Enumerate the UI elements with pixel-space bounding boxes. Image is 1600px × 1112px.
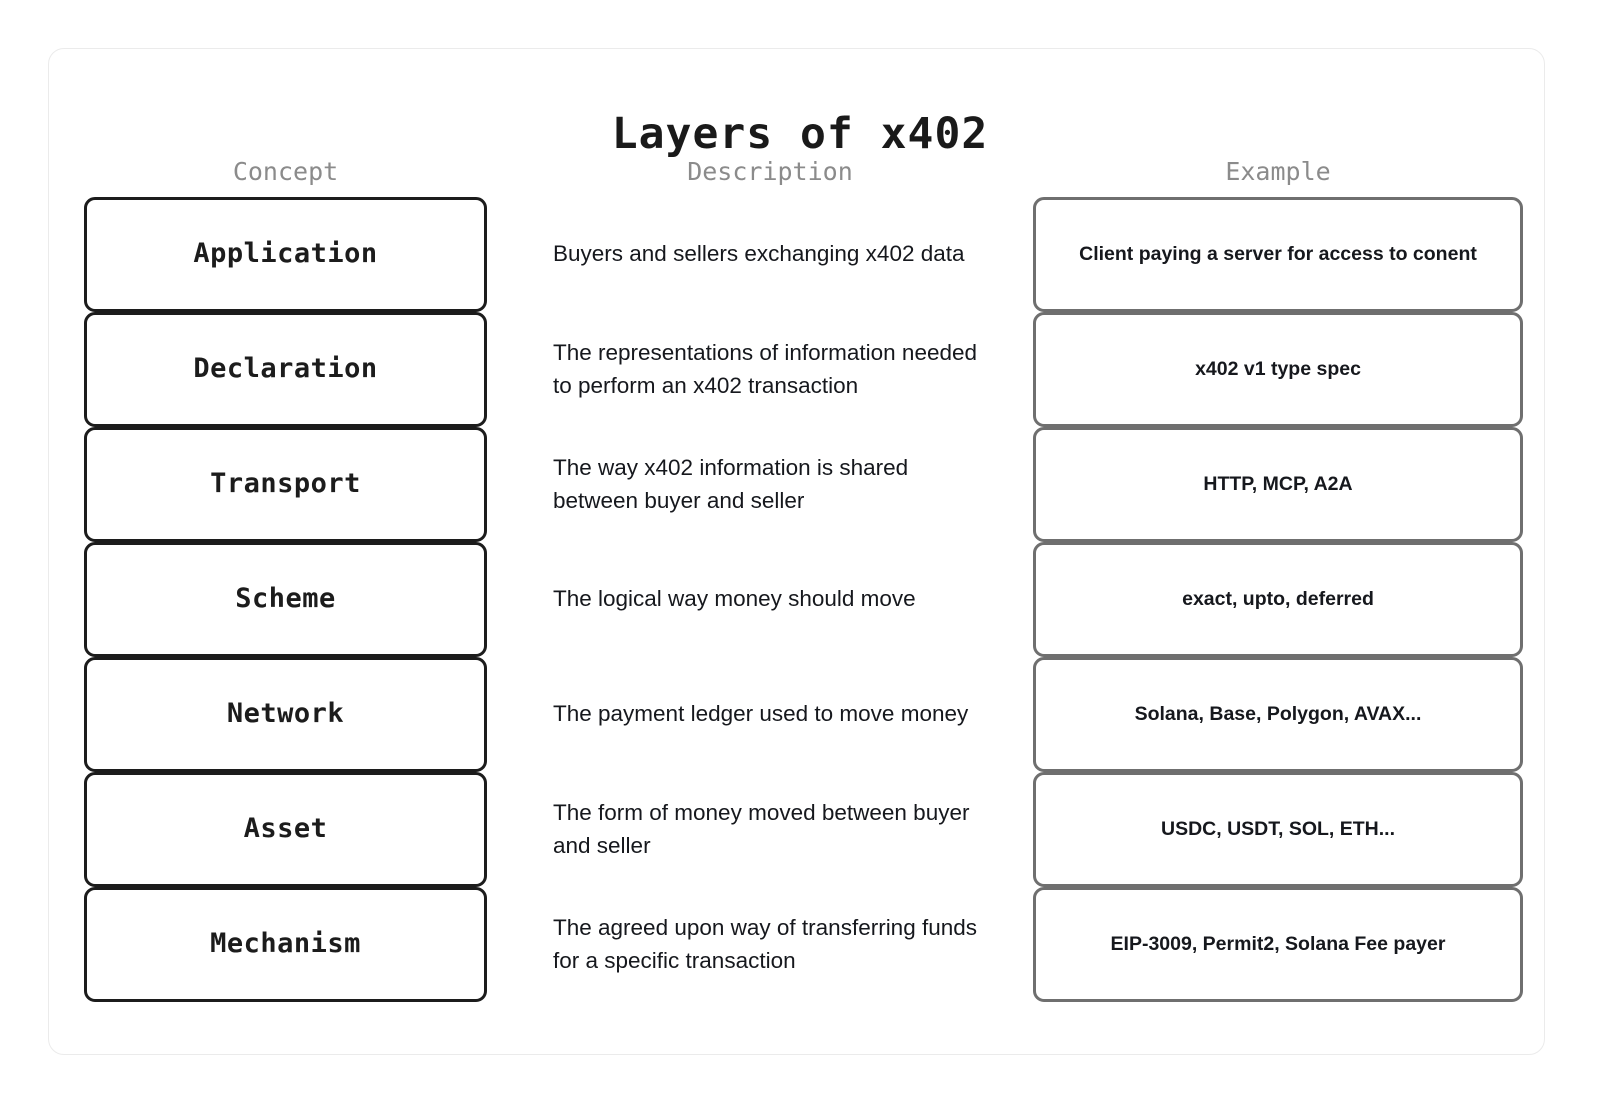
example-label: Client paying a server for access to con… — [1079, 243, 1477, 266]
description-text: The payment ledger used to move money — [553, 701, 969, 727]
column-header-example: Example — [1225, 157, 1331, 186]
table-row: Application Buyers and sellers exchangin… — [0, 197, 1600, 312]
column-header-description: Description — [687, 157, 853, 186]
layer-rows: Application Buyers and sellers exchangin… — [0, 197, 1600, 1002]
concept-label: Asset — [243, 813, 328, 845]
concept-label: Application — [193, 238, 378, 270]
concept-box-mechanism[interactable]: Mechanism — [84, 887, 487, 1002]
table-row: Mechanism The agreed upon way of transfe… — [0, 887, 1600, 1002]
table-row: Network The payment ledger used to move … — [0, 657, 1600, 772]
concept-box-asset[interactable]: Asset — [84, 772, 487, 887]
example-label: HTTP, MCP, A2A — [1203, 473, 1353, 496]
description-text: The logical way money should move — [553, 586, 916, 612]
description-text: Buyers and sellers exchanging x402 data — [553, 241, 965, 267]
example-label: USDC, USDT, SOL, ETH... — [1160, 818, 1396, 841]
description-text: The way x402 information is shared betwe… — [553, 454, 909, 513]
example-box-declaration[interactable]: x402 v1 type spec — [1033, 312, 1523, 427]
description-cell: The form of money moved between buyer an… — [553, 772, 995, 887]
description-cell: Buyers and sellers exchanging x402 data — [553, 197, 995, 312]
concept-box-scheme[interactable]: Scheme — [84, 542, 487, 657]
example-box-mechanism[interactable]: EIP-3009, Permit2, Solana Fee payer — [1033, 887, 1523, 1002]
description-cell: The representations of information neede… — [553, 312, 995, 427]
description-cell: The logical way money should move — [553, 542, 995, 657]
example-box-application[interactable]: Client paying a server for access to con… — [1033, 197, 1523, 312]
example-box-network[interactable]: Solana, Base, Polygon, AVAX... — [1033, 657, 1523, 772]
concept-label: Declaration — [193, 353, 378, 385]
concept-label: Network — [226, 698, 345, 730]
description-text: The representations of information neede… — [553, 339, 978, 398]
concept-box-transport[interactable]: Transport — [84, 427, 487, 542]
example-box-scheme[interactable]: exact, upto, deferred — [1033, 542, 1523, 657]
description-cell: The agreed upon way of transferring fund… — [553, 887, 995, 1002]
concept-box-application[interactable]: Application — [84, 197, 487, 312]
table-row: Asset The form of money moved between bu… — [0, 772, 1600, 887]
description-text: The form of money moved between buyer an… — [553, 799, 970, 858]
concept-label: Scheme — [235, 583, 336, 615]
example-label: exact, upto, deferred — [1182, 588, 1374, 611]
example-box-transport[interactable]: HTTP, MCP, A2A — [1033, 427, 1523, 542]
example-label: x402 v1 type spec — [1195, 358, 1361, 381]
concept-box-declaration[interactable]: Declaration — [84, 312, 487, 427]
description-cell: The way x402 information is shared betwe… — [553, 427, 995, 542]
concept-label: Transport — [210, 468, 361, 500]
concept-box-network[interactable]: Network — [84, 657, 487, 772]
description-cell: The payment ledger used to move money — [553, 657, 995, 772]
description-text: The agreed upon way of transferring fund… — [553, 914, 978, 973]
example-label: Solana, Base, Polygon, AVAX... — [1134, 703, 1422, 726]
column-header-concept: Concept — [232, 157, 339, 186]
table-row: Scheme The logical way money should move… — [0, 542, 1600, 657]
example-box-asset[interactable]: USDC, USDT, SOL, ETH... — [1033, 772, 1523, 887]
page-title: Layers of x402 — [611, 109, 989, 159]
table-row: Declaration The representations of infor… — [0, 312, 1600, 427]
table-row: Transport The way x402 information is sh… — [0, 427, 1600, 542]
example-label: EIP-3009, Permit2, Solana Fee payer — [1110, 933, 1446, 956]
concept-label: Mechanism — [210, 928, 361, 960]
